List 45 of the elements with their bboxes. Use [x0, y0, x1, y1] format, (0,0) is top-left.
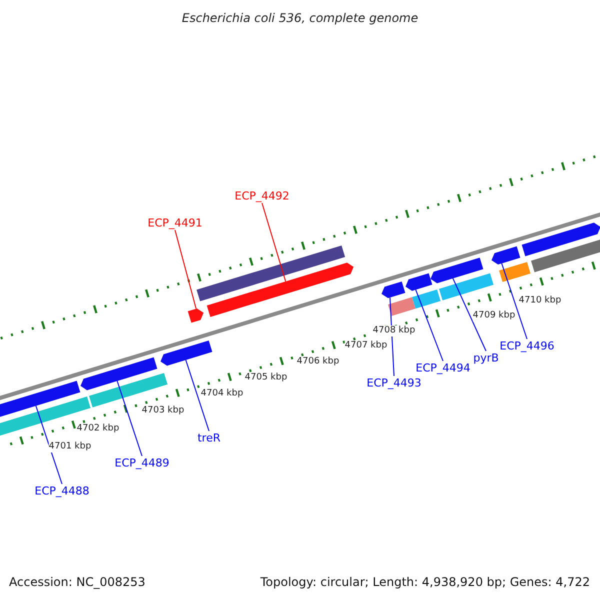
gene-label: ECP_4494 [416, 362, 470, 374]
gene-feature [206, 262, 354, 317]
gene-feature [492, 246, 520, 265]
leader-line [262, 202, 286, 282]
gene-feature [80, 357, 158, 390]
leader-line [452, 278, 486, 352]
gene-label: ECP_4489 [114, 458, 170, 468]
leader-line [185, 360, 210, 432]
diagram-title: Escherichia coli 536, complete genome [182, 12, 418, 24]
scale-label: 4709 kbp [472, 310, 516, 322]
gene-label: ECP_4488 [34, 486, 90, 496]
gene-label: ECP_4492 [234, 190, 290, 202]
footer-text: Topology: circular; Length: 4,938,920 bp; Genes: 4,722 [260, 576, 590, 588]
gene-label: ECP_4493 [366, 378, 422, 388]
gene-label: ECP_4496 [500, 340, 554, 352]
gene-feature [412, 289, 441, 309]
footer-text: Accession: NC_008253 [9, 576, 146, 588]
gene-label: ECP_4491 [148, 218, 202, 228]
leader-line [35, 405, 62, 484]
leader-line [174, 230, 197, 310]
leader-line [501, 262, 528, 340]
gene-feature [188, 308, 204, 323]
scale-label: 4704 kbp [200, 388, 244, 400]
gene-feature [522, 222, 600, 256]
scale-label: 4710 kbp [518, 296, 562, 306]
gene-feature [499, 262, 531, 282]
scale-label: 4706 kbp [296, 356, 340, 368]
gene-label: treR [198, 432, 220, 444]
leader-line [415, 289, 444, 362]
gene-feature [430, 258, 484, 284]
gene-feature [196, 245, 346, 302]
gene-label: pyrB [473, 352, 499, 364]
gene-feature [406, 273, 432, 291]
scale-label: 4703 kbp [142, 406, 184, 416]
gene-feature [382, 281, 406, 298]
scale-label: 4701 kbp [48, 442, 92, 452]
scale-label: 4705 kbp [244, 372, 288, 384]
gene-feature [89, 372, 168, 408]
gene-feature [388, 297, 416, 316]
gene-feature [439, 273, 494, 300]
leader-line [116, 380, 142, 456]
scale-label: 4702 kbp [76, 424, 120, 434]
gene-feature [160, 340, 212, 366]
scale-label: 4708 kbp [372, 326, 416, 336]
scale-label: 4707 kbp [344, 340, 388, 352]
